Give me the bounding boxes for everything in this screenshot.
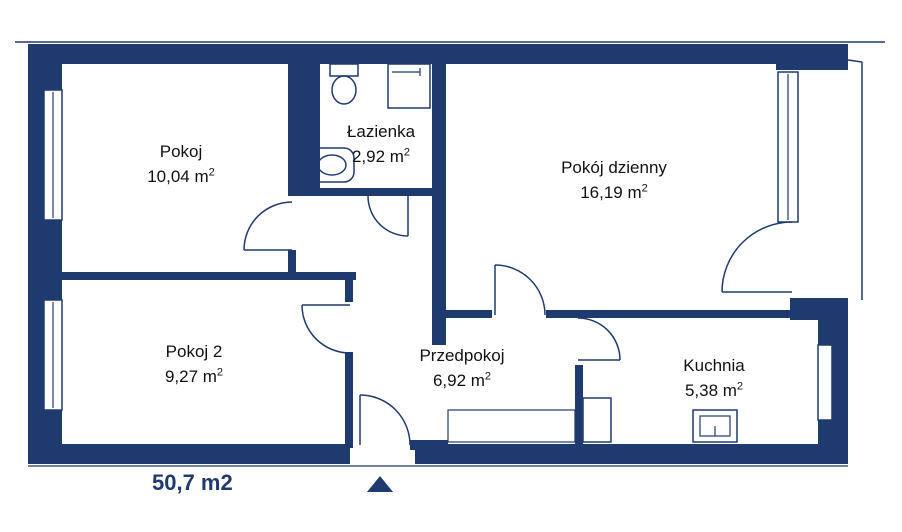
wall-living-kitchen xyxy=(432,310,492,318)
wall-bath-bottom xyxy=(288,188,433,196)
kitchen-cabinet xyxy=(582,397,612,443)
door-living xyxy=(494,264,546,316)
room-label-pokoj-dzienny: Pokój dzienny 16,19 m2 xyxy=(561,158,667,202)
toilet-icon xyxy=(329,63,359,105)
room-label-pokoj-2: Pokoj 2 9,27 m2 xyxy=(164,342,224,386)
kitchen-corner-wall xyxy=(790,298,848,320)
door-room2 xyxy=(301,304,351,354)
entrance-arrow-icon xyxy=(367,476,393,492)
total-area: 50,7 m2 xyxy=(152,470,233,495)
hall-closet xyxy=(447,409,576,443)
door-entrance xyxy=(359,394,411,446)
wall-room1-room2 xyxy=(60,272,356,280)
shower-icon xyxy=(387,63,431,109)
window-kitchen xyxy=(817,344,833,421)
balcony-outline xyxy=(847,59,863,63)
outer-wall-bottom-right xyxy=(415,444,848,464)
kitchen-sink-icon xyxy=(692,409,738,443)
door-kitchen xyxy=(577,317,621,361)
outer-wall-right-upper xyxy=(776,44,848,70)
room-label-pokoj: Pokoj 10,04 m2 xyxy=(147,142,215,186)
outer-wall-bottom-left xyxy=(28,444,350,464)
room-label-przedpokoj: Przedpokoj 6,92 m2 xyxy=(419,346,505,390)
room-label-lazienka: Łazienka 2,92 m2 xyxy=(346,122,416,166)
door-room1 xyxy=(243,201,293,251)
door-balcony xyxy=(721,221,793,293)
door-bath xyxy=(367,195,409,237)
room-label-kuchnia: Kuchnia 5,38 m2 xyxy=(683,356,745,400)
wall-hall-kitchen xyxy=(575,365,583,447)
wall-room2-hall-lower xyxy=(345,352,353,448)
wall-room2-hall xyxy=(345,272,353,302)
wall-room1-bath xyxy=(288,60,320,190)
wall-hall-bottom-stub xyxy=(410,440,448,450)
wall-living-kitchen-right xyxy=(546,310,796,318)
outer-wall-top xyxy=(28,44,848,64)
sink-icon xyxy=(297,147,355,183)
wall-bath-living xyxy=(432,60,446,345)
wall-room1-stub xyxy=(288,250,296,276)
